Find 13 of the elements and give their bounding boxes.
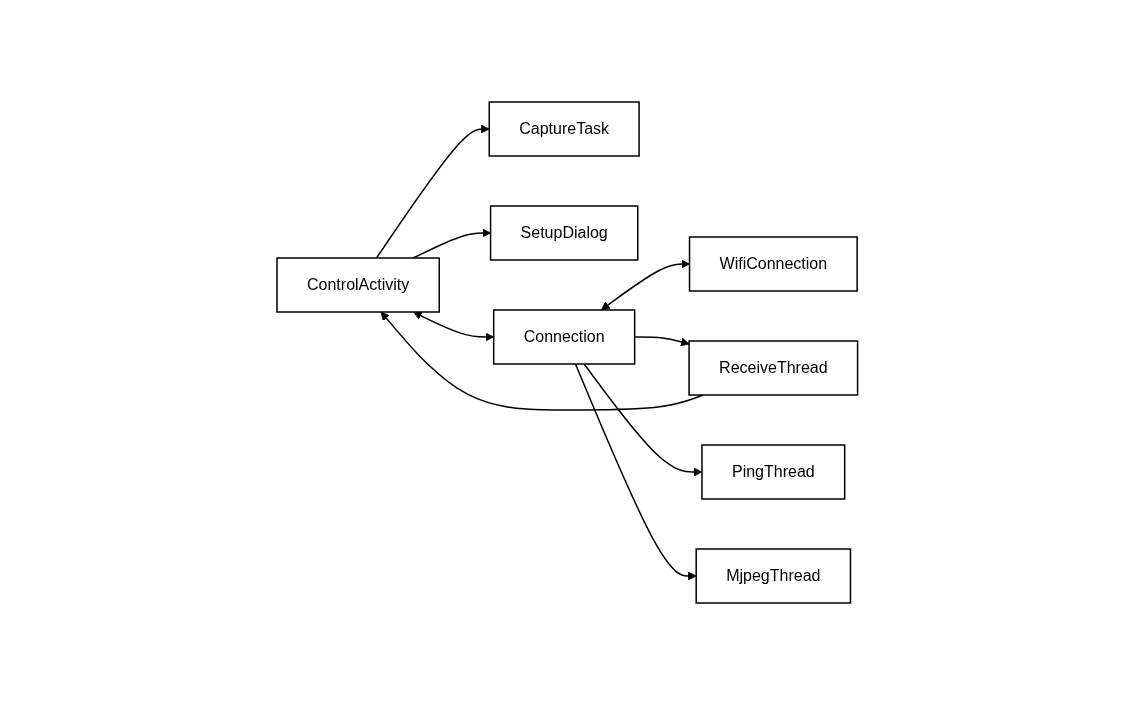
arrow	[380, 311, 704, 411]
node-box: MjpegThread	[695, 547, 851, 604]
arrow	[375, 124, 490, 259]
node-box: WifiConnection	[688, 235, 858, 292]
node-box: ControlActivity	[275, 256, 440, 313]
node-box: PingThread	[700, 443, 846, 500]
node-box: Connection	[492, 308, 636, 365]
node-box: ReceiveThread	[688, 339, 859, 396]
arrow	[600, 259, 690, 310]
node-box: SetupDialog	[489, 204, 639, 261]
node-box: CaptureTask	[488, 100, 640, 157]
arrow	[412, 228, 491, 259]
arrow	[412, 311, 494, 341]
